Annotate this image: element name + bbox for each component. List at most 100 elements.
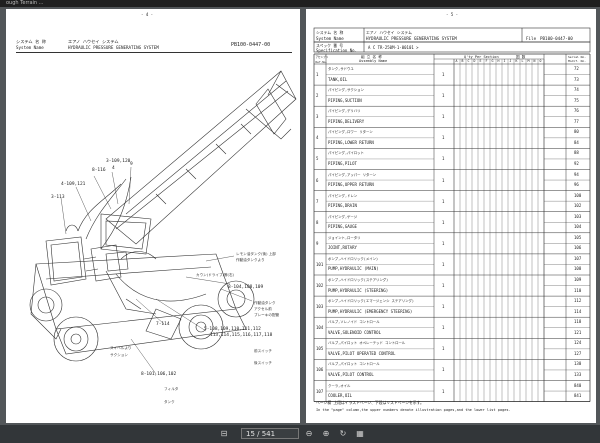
row-ref: 105 — [316, 346, 324, 352]
fit-page-icon[interactable]: ⊟ — [220, 429, 228, 438]
row-ref: 3 — [316, 114, 319, 120]
system-label-en: System Name — [16, 45, 44, 50]
note-6: ブレーキの配管 — [254, 313, 280, 317]
row-assembly: VALVE,PILOT OPERATED CONTROL — [328, 350, 396, 356]
row-qty: 1 — [442, 261, 445, 267]
row-assembly: PIPING,LOWER RETURN — [328, 139, 374, 145]
rotate-icon[interactable]: ↻ — [339, 429, 347, 438]
section-letter: I — [503, 59, 506, 64]
callout-113: 113,114,115,116,117,118 — [210, 333, 273, 338]
row-qty: 1 — [442, 93, 445, 99]
col-serial: Serial No. — [568, 54, 587, 59]
callout-9: 9 — [130, 162, 133, 167]
row-assembly: PIPING,SUCTION — [328, 97, 362, 103]
row-page-list: 96 — [574, 182, 579, 187]
document-viewer[interactable]: - 4 - システム 名 称 System Name エアノ ハウセイ システム… — [0, 7, 600, 425]
row-page-illustration: 74 — [574, 87, 579, 93]
note-8: 後スイッチ — [254, 361, 272, 365]
callout-8-101: 8-101,106,102 — [141, 372, 177, 377]
file-number: PB100-0447-00 — [540, 36, 573, 41]
section-letter: L — [521, 59, 524, 64]
row-page-list: 106 — [574, 245, 582, 251]
row-assembly-jp: ポンプ,ハイドロリック(エマージェンシ ステアリング) — [328, 299, 414, 304]
row-assembly: PIPING,PILOT — [328, 160, 357, 166]
row-assembly: PUMP,HYDRAULIC (MAIN) — [328, 266, 379, 272]
row-page-illustration: 124 — [574, 340, 582, 346]
callout-5-108: 5-108,109,110,111,112 — [204, 327, 261, 332]
footnote-en: In the "page" column,the upper numbers d… — [316, 408, 511, 412]
row-page-list: 841 — [574, 393, 582, 398]
row-page-illustration: 72 — [574, 66, 579, 71]
row-page-list: 77 — [574, 118, 579, 124]
section-letter: A — [455, 59, 458, 64]
row-assembly: JOINT,ROTARY — [328, 245, 357, 251]
row-page-illustration: 94 — [574, 171, 579, 177]
row-page-list: 121 — [574, 329, 582, 335]
tab-title[interactable]: ough Terrain ... — [6, 0, 44, 6]
section-letter: K — [515, 59, 518, 64]
note-12: タンク — [164, 400, 175, 404]
row-qty: 1 — [442, 72, 445, 77]
row-assembly-jp: パイピング,ドレン — [328, 193, 358, 198]
note-10: サクション — [110, 353, 128, 357]
assembly-table — [313, 53, 591, 402]
row-ref: 5 — [316, 156, 319, 162]
section-letter: M — [527, 59, 530, 64]
row-page-list: 102 — [574, 203, 582, 209]
row-page-illustration: 105 — [574, 234, 582, 240]
col-ref-jp: アセンブリ — [315, 56, 329, 59]
row-page-list: 114 — [574, 308, 582, 314]
system-name-en: HYDRAULIC PRESSURE GENERATING SYSTEM — [68, 45, 159, 50]
row-assembly: PIPING,DELIVERY — [328, 118, 365, 124]
row-page-illustration: 109 — [574, 277, 582, 282]
row-ref: 104 — [316, 325, 324, 331]
row-page-illustration: 112 — [574, 298, 582, 304]
callout-8-116: 8-116 — [92, 168, 106, 173]
zoom-in-icon[interactable]: ⊕ — [322, 429, 330, 438]
row-ref: 102 — [316, 283, 324, 288]
col-assembly-jp: 組 立 名 称 — [361, 54, 382, 59]
row-assembly-jp: パイピング,ロワー リターン — [328, 130, 373, 135]
row-assembly: PIPING,GAUGE — [328, 224, 357, 230]
row-qty: 1 — [442, 367, 445, 373]
note-2: 作動油タンクより — [236, 258, 265, 262]
row-qty: 1 — [442, 304, 445, 310]
note-1: レモン油タンク(後) 上部 — [236, 252, 276, 256]
row-page-illustration: 76 — [574, 108, 579, 114]
row-qty: 1 — [442, 240, 445, 246]
row-page-list: 92 — [574, 160, 579, 166]
row-page-list: 110 — [574, 287, 582, 293]
row-assembly-jp: パイピング,アッパー リターン — [328, 172, 376, 177]
row-page-illustration: 80 — [574, 129, 579, 135]
row-page-illustration: 118 — [574, 319, 582, 325]
section-letter: F — [485, 59, 488, 64]
row-qty: 1 — [442, 346, 445, 352]
section-letter: G — [491, 59, 494, 64]
row-assembly-jp: パイピング,ゲージ — [328, 214, 358, 219]
pdf-toolbar: ⊟ 15 / 541 ⊖ ⊕ ↻ ▦ — [0, 425, 600, 443]
zoom-out-icon[interactable]: ⊖ — [305, 429, 313, 438]
row-page-list: 73 — [574, 76, 579, 82]
row-page-list: 108 — [574, 266, 582, 272]
row-ref: 1 — [316, 72, 319, 77]
spec-label-en: Specification No. — [316, 48, 357, 53]
row-assembly-jp: バルブ,ソレノイド コントロール — [328, 320, 380, 325]
title-bar: ough Terrain ... — [0, 0, 600, 7]
callout-3-109: 3-109,120 — [106, 159, 131, 164]
row-qty: 1 — [442, 156, 445, 162]
row-ref: 4 — [316, 135, 319, 141]
header-rule — [16, 52, 292, 53]
section-letter: O — [539, 59, 542, 64]
row-ref: 7 — [316, 198, 319, 204]
page-number-input[interactable]: 15 / 541 — [241, 428, 299, 439]
row-assembly-jp: パイピング,サクション — [328, 88, 364, 93]
row-ref: 101 — [316, 261, 324, 267]
row-page-list: 104 — [574, 224, 582, 230]
row-assembly: PIPING,UPPER RETURN — [328, 182, 374, 187]
row-assembly: TANK,OIL — [328, 76, 348, 82]
part-number: PB100-0447-00 — [231, 42, 271, 48]
note-9: スイベルより — [110, 346, 132, 350]
row-assembly: VALVE,PILOT CONTROL — [328, 371, 374, 377]
thumbnail-icon[interactable]: ▦ — [356, 429, 364, 438]
row-page-illustration: 107 — [574, 255, 582, 261]
